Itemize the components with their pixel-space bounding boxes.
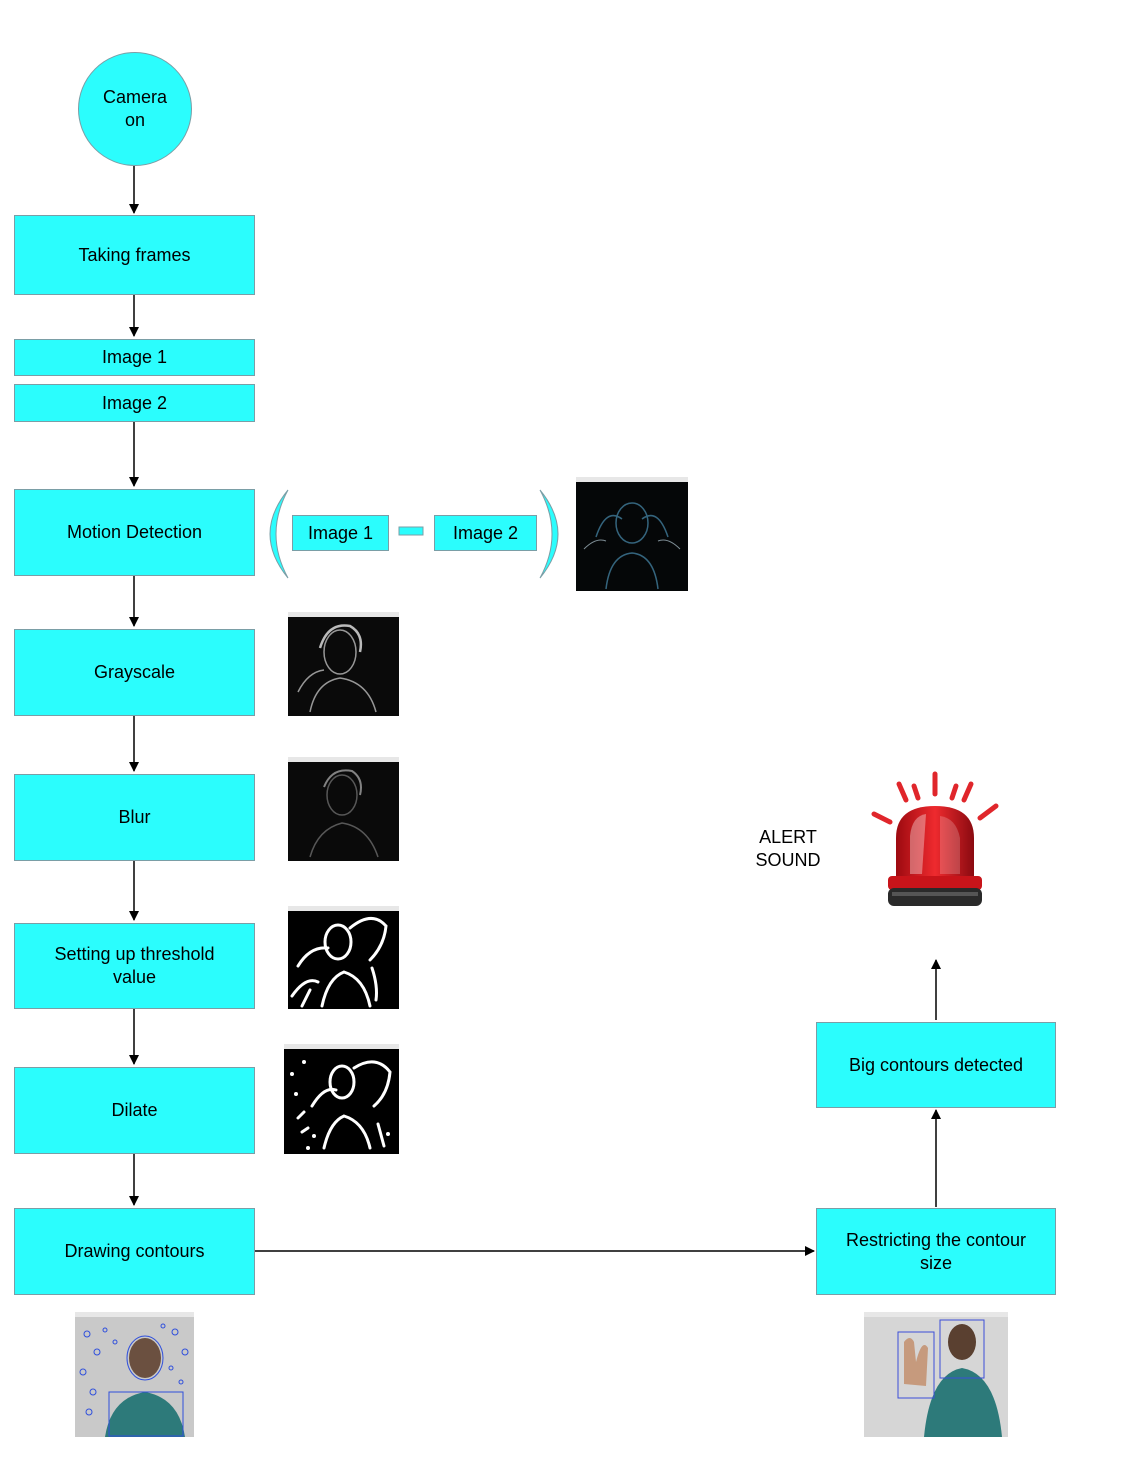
grayscale-label: Grayscale <box>93 662 176 682</box>
dilate-node: Dilate <box>14 1067 255 1154</box>
drawing-contours-label: Drawing contours <box>64 1241 205 1261</box>
grayscale-thumbnail <box>288 612 399 716</box>
dilate-thumbnail <box>284 1044 399 1154</box>
dilate-label: Dilate <box>111 1100 158 1120</box>
siren-icon <box>871 771 999 906</box>
big-contours-node: Big contours detected <box>816 1022 1056 1108</box>
diff-image1-node: Image 1 <box>292 515 389 551</box>
restricted-thumbnail <box>864 1312 1008 1437</box>
image1-label: Image 1 <box>101 347 168 367</box>
contours-figure <box>75 1317 194 1437</box>
taking-frames-label: Taking frames <box>78 244 191 265</box>
threshold-node: Setting up threshold value <box>14 923 255 1009</box>
threshold-label: Setting up threshold value <box>54 944 215 987</box>
motion-detection-node: Motion Detection <box>14 489 255 576</box>
dilate-figure <box>290 1060 392 1150</box>
taking-frames-node: Taking frames <box>14 215 255 295</box>
left-paren <box>269 489 289 579</box>
diff-image2-label: Image 2 <box>452 522 519 543</box>
right-paren <box>539 489 559 579</box>
grayscale-figure <box>297 624 377 713</box>
blur-thumbnail <box>288 757 399 861</box>
diff-image1-label: Image 1 <box>307 522 374 543</box>
restricting-node: Restricting the contour size <box>816 1208 1056 1295</box>
blur-node: Blur <box>14 774 255 861</box>
alert-sound-label: ALERT SOUND <box>755 827 821 870</box>
threshold-thumbnail <box>288 906 399 1009</box>
restricted-figure <box>864 1317 1008 1437</box>
contours-thumbnail <box>75 1312 194 1437</box>
motion-diff-figure <box>583 502 681 590</box>
camera-node: Camera on <box>78 52 192 166</box>
threshold-figure <box>290 917 388 1008</box>
big-contours-label: Big contours detected <box>848 1054 1024 1075</box>
camera-label: Camera on <box>102 87 168 130</box>
motion-detection-label: Motion Detection <box>66 522 203 542</box>
blur-label: Blur <box>118 807 151 827</box>
minus-sign <box>398 526 424 536</box>
blur-figure <box>309 769 379 858</box>
image1-node: Image 1 <box>14 339 255 376</box>
drawing-contours-node: Drawing contours <box>14 1208 255 1295</box>
image2-label: Image 2 <box>101 392 168 413</box>
diff-image2-node: Image 2 <box>434 515 537 551</box>
grayscale-node: Grayscale <box>14 629 255 716</box>
motion-diff-thumbnail <box>576 477 688 591</box>
restricting-label: Restricting the contour size <box>845 1229 1027 1273</box>
image2-node: Image 2 <box>14 384 255 422</box>
